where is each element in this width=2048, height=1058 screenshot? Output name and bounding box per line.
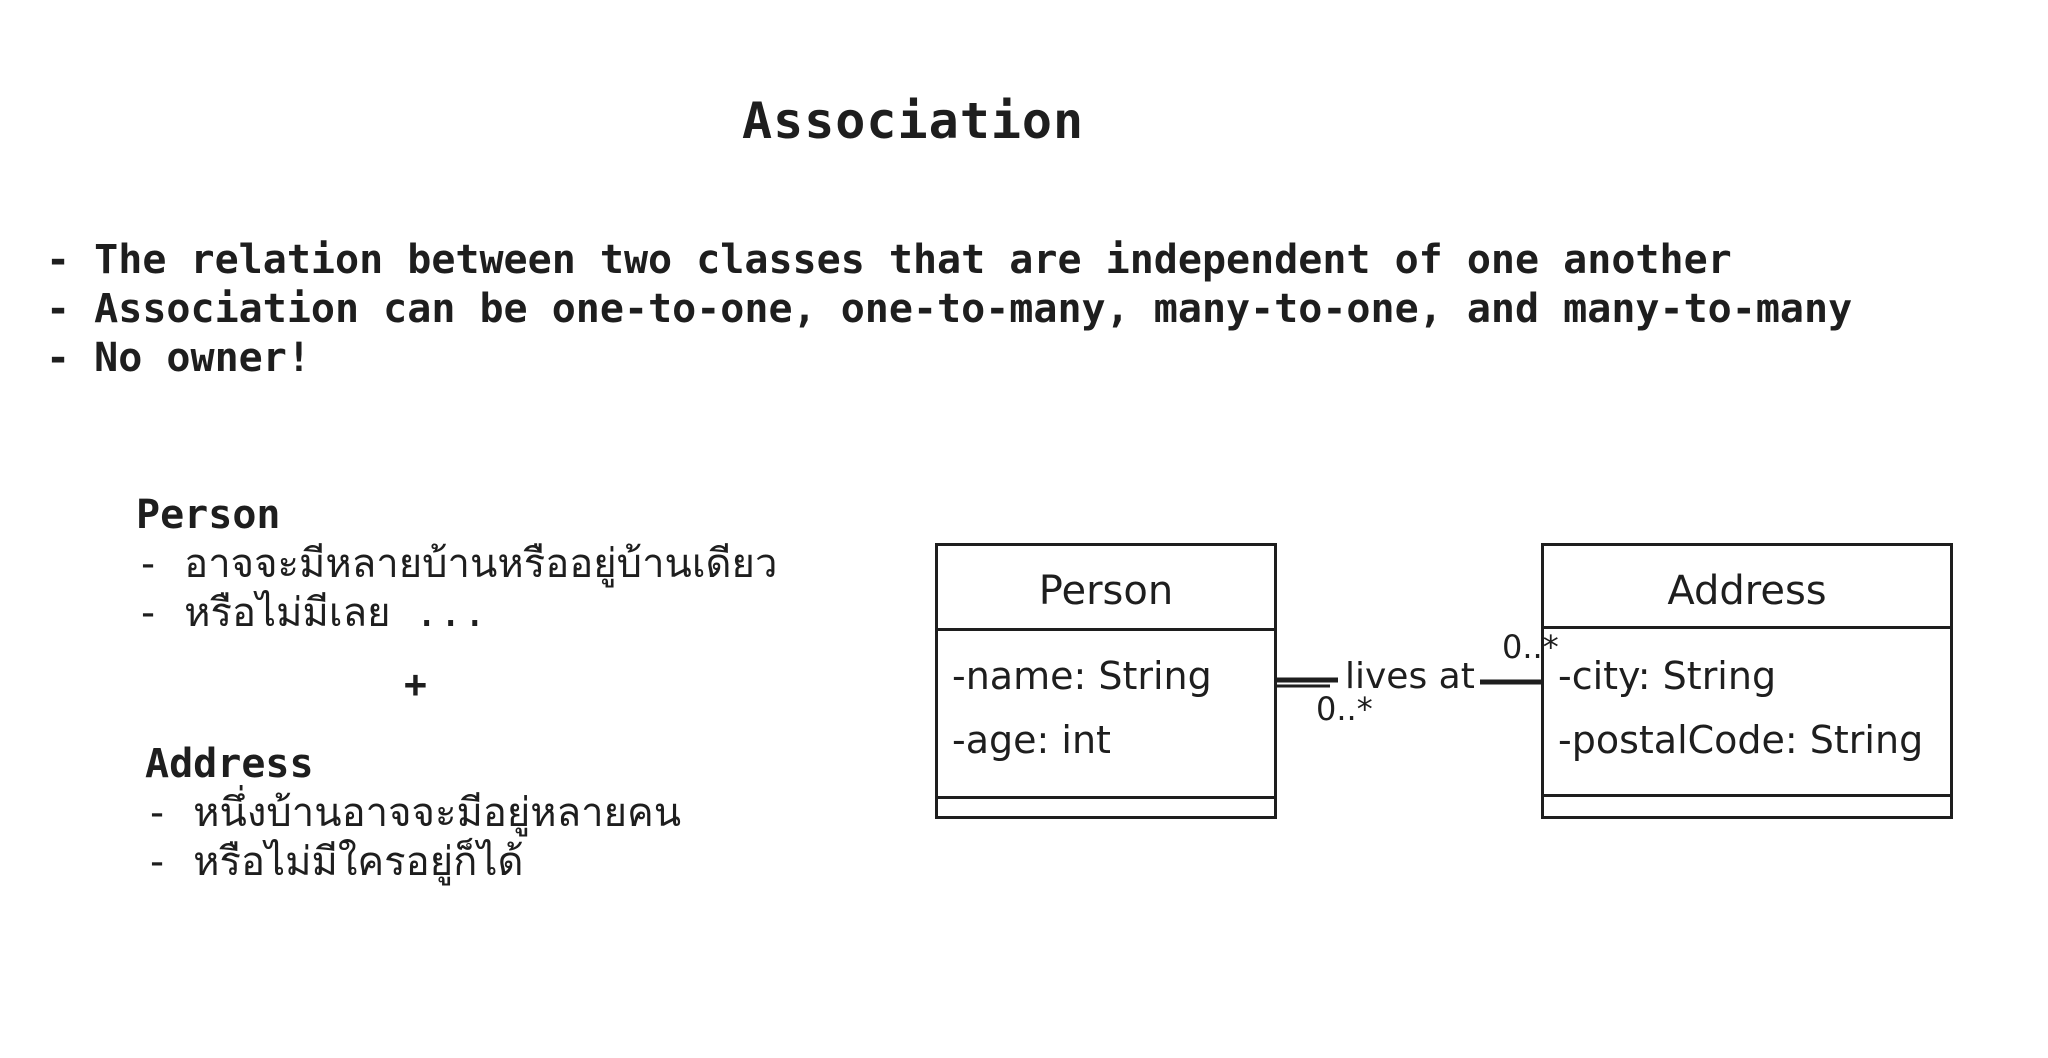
page-title: Association <box>742 92 1085 150</box>
class-divider <box>1544 794 1950 797</box>
address-note: Address- หนึ่งบ้านอาจจะมีอยู่หลายคน- หรื… <box>145 740 681 887</box>
multiplicity-person: 0..* <box>1316 690 1373 728</box>
association-label: lives at <box>1345 656 1475 697</box>
class-divider <box>1544 626 1950 629</box>
address-note-heading: Address <box>145 741 314 787</box>
class-attribute: -age: int <box>952 718 1111 762</box>
class-attribute: -postalCode: String <box>1558 718 1924 762</box>
person-note: Person- อาจจะมีหลายบ้านหรืออยู่บ้านเดียว… <box>136 491 777 638</box>
bullet-item: - No owner! <box>46 335 311 381</box>
address-note-line: - หนึ่งบ้านอาจจะมีอยู่หลายคน <box>145 790 682 836</box>
class-attribute: -city: String <box>1558 654 1777 698</box>
address-note-line: - หรือไม่มีใครอยู่ก็ได้ <box>145 839 524 885</box>
multiplicity-address: 0..* <box>1502 628 1559 666</box>
plus-sign: + <box>404 662 427 706</box>
class-divider <box>938 628 1274 631</box>
bullet-item: - Association can be one-to-one, one-to-… <box>46 286 1853 332</box>
class-name: Address <box>1667 568 1827 614</box>
person-note-line: - อาจจะมีหลายบ้านหรืออยู่บ้านเดียว <box>136 541 778 587</box>
bullet-item: - The relation between two classes that … <box>46 237 1732 283</box>
class-name: Person <box>1038 568 1174 614</box>
person-note-heading: Person <box>136 492 281 538</box>
bullet-list: - The relation between two classes that … <box>46 236 1852 383</box>
class-attribute: -name: String <box>952 654 1212 698</box>
class-box-person[interactable]: Person -name: String -age: int <box>935 543 1277 819</box>
class-divider <box>938 796 1274 799</box>
class-box-address[interactable]: Address -city: String -postalCode: Strin… <box>1541 543 1953 819</box>
person-note-line: - หรือไม่มีเลย ... <box>136 590 487 636</box>
